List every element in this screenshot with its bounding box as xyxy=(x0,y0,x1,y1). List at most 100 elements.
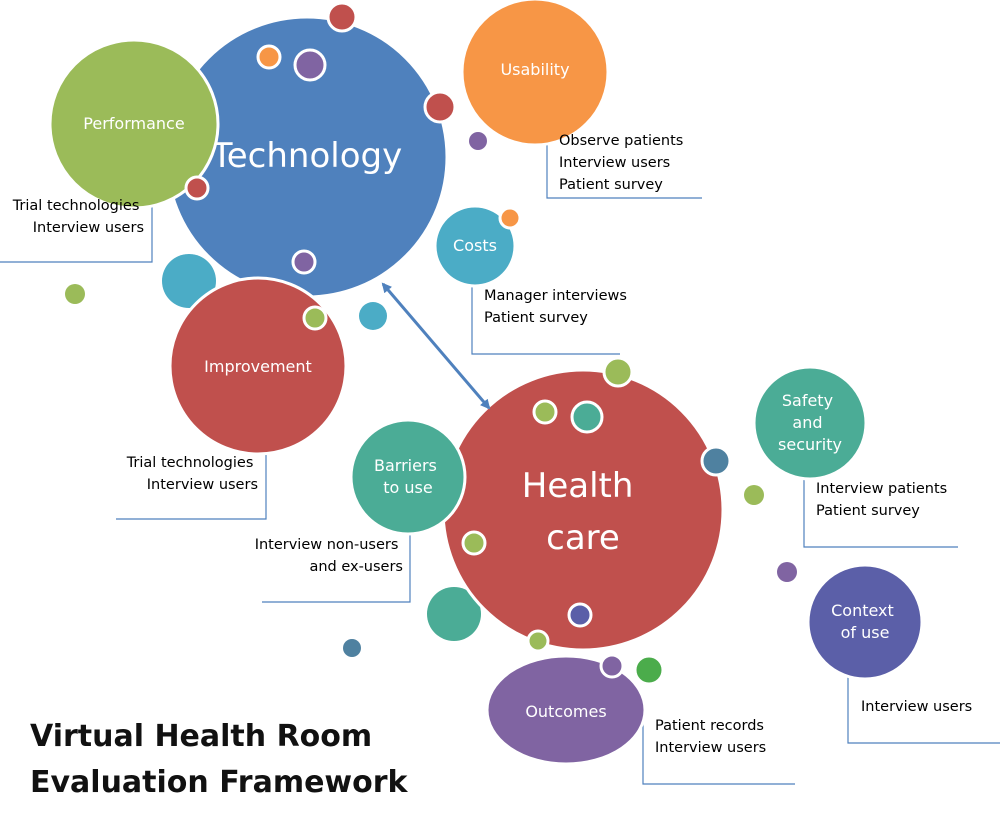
title-line: Evaluation Framework xyxy=(30,765,409,800)
dot xyxy=(291,249,317,275)
dot xyxy=(744,485,764,505)
technology-healthcare-arrow xyxy=(381,282,491,410)
note-line: Interview users xyxy=(655,740,766,756)
label-line: Costs xyxy=(453,236,497,255)
performance-bracket xyxy=(0,188,153,263)
dot xyxy=(326,1,358,33)
dot xyxy=(343,639,361,657)
performance-bubble xyxy=(48,38,220,210)
note-line: Interview non-users xyxy=(255,537,399,553)
note-line: Observe patients xyxy=(559,133,683,149)
barriers-node: Barriers to use xyxy=(349,418,467,536)
performance-node: Performance xyxy=(48,38,220,210)
usability-bracket xyxy=(546,128,702,199)
usability-notes: Observe patients Interview users Patient… xyxy=(559,133,688,193)
safety-notes: Interview patients Patient survey xyxy=(816,481,952,519)
note-line: Trial technologies xyxy=(12,198,140,214)
usability-node: Usability xyxy=(460,0,610,147)
improvement-notes: Trial technologies Interview users xyxy=(126,455,258,493)
dot xyxy=(423,90,457,124)
context-notes: Interview users xyxy=(861,699,972,715)
label-line: Improvement xyxy=(204,357,312,376)
outcomes-bubble xyxy=(485,654,647,766)
dot xyxy=(65,284,85,304)
dot xyxy=(184,175,210,201)
diagram-title: Virtual Health Room Evaluation Framework xyxy=(30,719,409,800)
label-line: Safety xyxy=(782,391,833,410)
dot xyxy=(293,48,327,82)
health-care-label: Health care xyxy=(522,466,644,558)
label-line: of use xyxy=(841,623,890,642)
technology-circle: Technology xyxy=(165,15,449,299)
note-line: Interview users xyxy=(861,699,972,715)
label-line: Outcomes xyxy=(525,702,606,721)
dot xyxy=(359,302,387,330)
outcomes-notes: Patient records Interview users xyxy=(655,718,769,756)
improvement-bubble xyxy=(168,276,348,456)
decorative-dots-front xyxy=(184,1,732,686)
dot xyxy=(777,562,797,582)
context-bracket xyxy=(847,672,1000,744)
note-line: Interview users xyxy=(33,220,144,236)
health-care-label-line: care xyxy=(546,518,620,558)
dot xyxy=(302,305,328,331)
note-line: Patient survey xyxy=(816,503,920,519)
safety-node: Safety and security xyxy=(752,365,868,481)
decorative-dots-back xyxy=(65,132,797,657)
label-line: to use xyxy=(383,478,432,497)
dot xyxy=(526,629,550,653)
dot xyxy=(256,44,282,70)
dot xyxy=(162,254,216,308)
note-line: Patient records xyxy=(655,718,764,734)
performance-notes: Trial technologies Interview users xyxy=(12,198,144,236)
annotations: Trial technologies Interview users Obser… xyxy=(12,133,973,756)
dot xyxy=(570,400,604,434)
context-node: Context of use xyxy=(806,563,924,681)
improvement-node: Improvement xyxy=(168,276,348,456)
dot xyxy=(498,206,522,230)
label-line: Usability xyxy=(500,60,569,79)
outcomes-bracket xyxy=(642,710,795,785)
title-line: Virtual Health Room xyxy=(30,719,372,754)
dot xyxy=(427,587,481,641)
performance-label: Performance xyxy=(83,114,184,133)
note-line: Manager interviews xyxy=(484,288,627,304)
note-line: Patient survey xyxy=(484,310,588,326)
improvement-label: Improvement xyxy=(204,357,312,376)
label-line: Barriers xyxy=(374,456,437,475)
note-line: Interview users xyxy=(559,155,670,171)
barriers-notes: Interview non-users and ex-users xyxy=(255,537,403,575)
note-line: Interview users xyxy=(147,477,258,493)
costs-bubble xyxy=(433,204,517,288)
context-bubble xyxy=(806,563,924,681)
dot xyxy=(602,356,634,388)
barriers-bubble xyxy=(349,418,467,536)
costs-node: Costs xyxy=(433,204,517,288)
label-line: Context xyxy=(831,601,894,620)
usability-bubble xyxy=(460,0,610,147)
dot xyxy=(469,132,487,150)
label-line: security xyxy=(778,435,842,454)
improvement-bracket xyxy=(116,450,267,520)
health-care-circle: Health care xyxy=(441,368,725,652)
safety-label: Safety and security xyxy=(778,391,842,454)
dot xyxy=(567,602,593,628)
label-line: Performance xyxy=(83,114,184,133)
note-line: Patient survey xyxy=(559,177,663,193)
costs-notes: Manager interviews Patient survey xyxy=(484,288,632,326)
dot xyxy=(599,653,625,679)
costs-label: Costs xyxy=(453,236,497,255)
dot xyxy=(461,530,487,556)
barriers-label: Barriers to use xyxy=(374,456,442,497)
context-label: Context of use xyxy=(831,601,899,642)
outcomes-node: Outcomes xyxy=(485,654,647,766)
usability-label: Usability xyxy=(500,60,569,79)
note-line: Trial technologies xyxy=(126,455,254,471)
outcomes-label: Outcomes xyxy=(525,702,606,721)
note-line: and ex-users xyxy=(309,559,403,575)
technology-label: Technology xyxy=(211,136,402,176)
health-care-label-line: Health xyxy=(522,466,634,506)
safety-bracket xyxy=(803,478,958,548)
